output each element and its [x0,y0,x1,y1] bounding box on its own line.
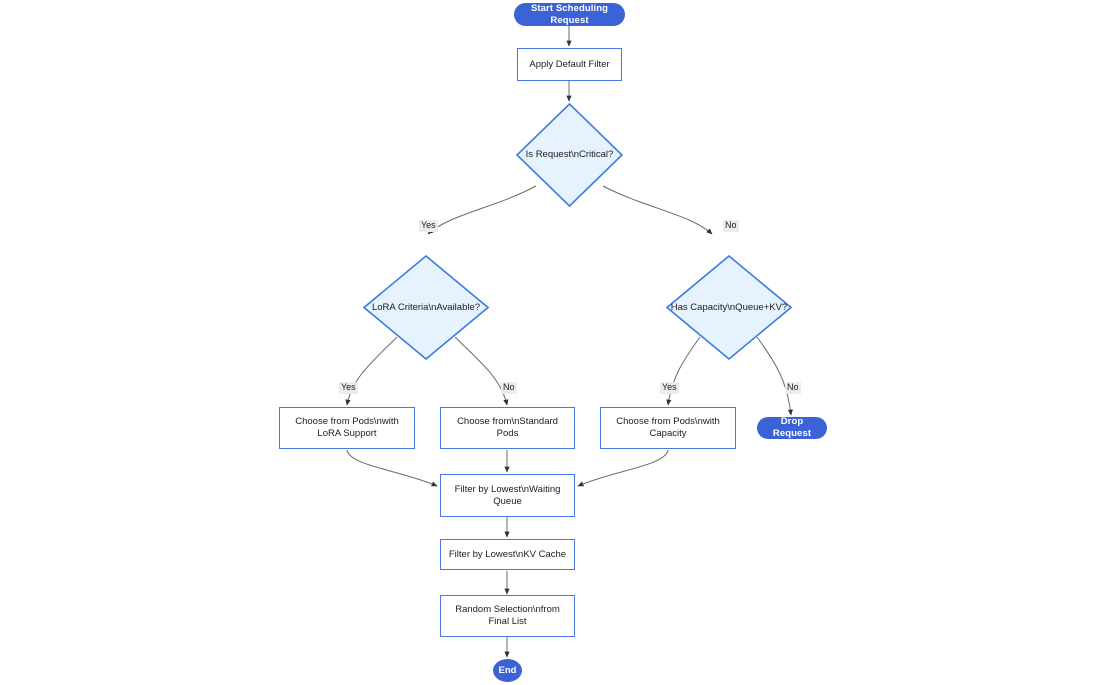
node-has-capacity[interactable]: Has Capacity\nQueue+KV? [666,255,792,360]
node-filter-waiting-queue[interactable]: Filter by Lowest\nWaiting Queue [440,474,575,517]
node-filter-kv-cache-label: Filter by Lowest\nKV Cache [448,548,567,560]
diamond-shape-lora-criteria-available [363,255,489,360]
node-is-request-critical-label: Is Request\nCritical? [525,149,614,161]
node-lora-criteria-available[interactable]: LoRA Criteria\nAvailable? [363,255,489,360]
node-start-label: Start Scheduling Request [530,2,609,26]
node-filter-kv-cache[interactable]: Filter by Lowest\nKV Cache [440,539,575,570]
node-random-selection-label: Random Selection\nfrom Final List [455,604,560,627]
node-end[interactable]: End [493,659,522,682]
node-drop-request[interactable]: Drop Request [757,416,827,439]
node-choose-capacity-pods[interactable]: Choose from Pods\nwith Capacity [600,407,736,449]
node-is-request-critical[interactable]: Is Request\nCritical? [516,103,623,207]
node-filter-waiting-queue-label: Filter by Lowest\nWaiting Queue [454,483,561,507]
node-start[interactable]: Start Scheduling Request [514,3,625,26]
node-drop-request-label: Drop Request [772,416,812,439]
edge-label-critical-yes: Yes [419,220,438,232]
node-random-selection[interactable]: Random Selection\nfrom Final List [440,595,575,637]
edge-choose-lora-pods-to-filter-waiting-queue [346,449,438,487]
node-lora-criteria-available-label: LoRA Criteria\nAvailable? [371,301,481,313]
node-apply-default-filter[interactable]: Apply Default Filter [517,48,622,81]
node-choose-lora-pods[interactable]: Choose from Pods\nwith LoRA Support [279,407,415,449]
edge-label-lora-no: No [501,382,517,394]
edge-label-capacity-yes: Yes [660,382,679,394]
edge-label-capacity-no: No [785,382,801,394]
diamond-shape-is-request-critical [516,103,623,207]
edge-choose-capacity-pods-to-filter-waiting-queue [577,449,669,487]
node-apply-default-filter-label: Apply Default Filter [529,58,610,70]
node-choose-lora-pods-label: Choose from Pods\nwith LoRA Support [295,416,399,439]
edge-label-critical-no: No [723,220,739,232]
edge-label-lora-yes: Yes [339,382,358,394]
node-end-label: End [498,664,517,676]
node-choose-standard-pods[interactable]: Choose from\nStandard Pods [440,407,575,449]
node-choose-standard-pods-label: Choose from\nStandard Pods [457,416,558,439]
node-choose-capacity-pods-label: Choose from Pods\nwith Capacity [616,416,720,439]
diamond-shape-has-capacity [666,255,792,360]
node-has-capacity-label: Has Capacity\nQueue+KV? [670,301,788,313]
